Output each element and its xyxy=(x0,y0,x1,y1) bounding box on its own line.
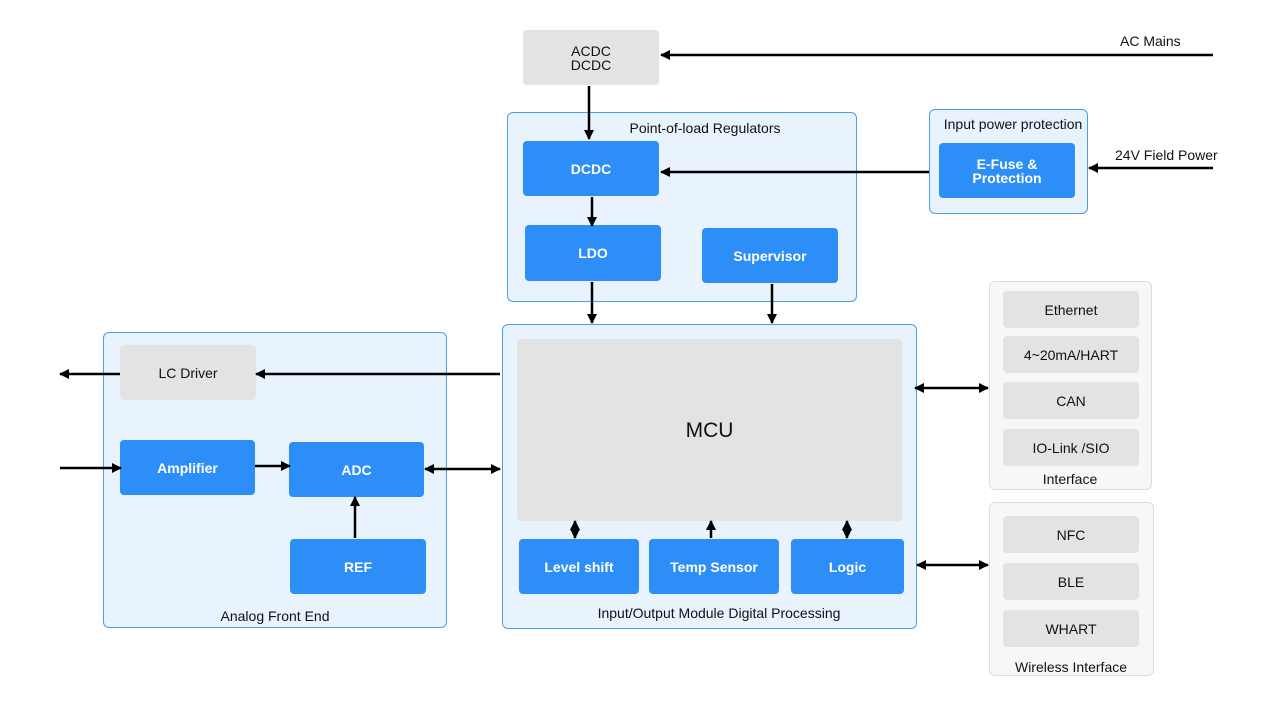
lc-driver-block: LC Driver xyxy=(120,345,256,400)
ref-block: REF xyxy=(290,539,426,594)
dcdc-block: DCDC xyxy=(523,141,659,196)
wireless-item-nfc: NFC xyxy=(1003,516,1139,553)
interface-item-can: CAN xyxy=(1003,382,1139,419)
acdc-dcdc-block: ACDC DCDC xyxy=(523,30,659,85)
ldo-block: LDO xyxy=(525,225,661,281)
logic-block: Logic xyxy=(791,539,904,594)
digital-title: Input/Output Module Digital Processing xyxy=(597,605,841,621)
efuse-protection-block: E-Fuse & Protection xyxy=(939,143,1075,198)
ac-mains-label: AC Mains xyxy=(1120,33,1181,49)
pol-regulators-title: Point-of-load Regulators xyxy=(629,120,781,136)
efuse-label: E-Fuse & xyxy=(976,155,1038,172)
temp-sensor-block: Temp Sensor xyxy=(649,539,779,594)
input-protection-title: Input power protection xyxy=(943,116,1083,132)
wireless-item-whart: WHART xyxy=(1003,610,1139,647)
wireless-title: Wireless Interface xyxy=(1014,659,1128,675)
dcdc-label-secondary: DCDC xyxy=(570,56,612,73)
level-shift-block: Level shift xyxy=(519,539,639,594)
supervisor-block: Supervisor xyxy=(702,228,838,283)
afe-title: Analog Front End xyxy=(220,608,330,624)
interface-item-io-link: IO-Link /SIO xyxy=(1003,429,1139,466)
mcu-block: MCU xyxy=(517,339,902,521)
protection-label: Protection xyxy=(972,169,1042,186)
interface-item-4-20ma-hart: 4~20mA/HART xyxy=(1003,336,1139,373)
field-power-label: 24V Field Power xyxy=(1115,147,1218,163)
amplifier-block: Amplifier xyxy=(120,440,255,495)
wireless-item-ble: BLE xyxy=(1003,563,1139,600)
adc-block: ADC xyxy=(289,442,424,497)
interface-item-ethernet: Ethernet xyxy=(1003,291,1139,328)
acdc-label: ACDC xyxy=(571,42,611,59)
interface-title: Interface xyxy=(1042,471,1098,487)
